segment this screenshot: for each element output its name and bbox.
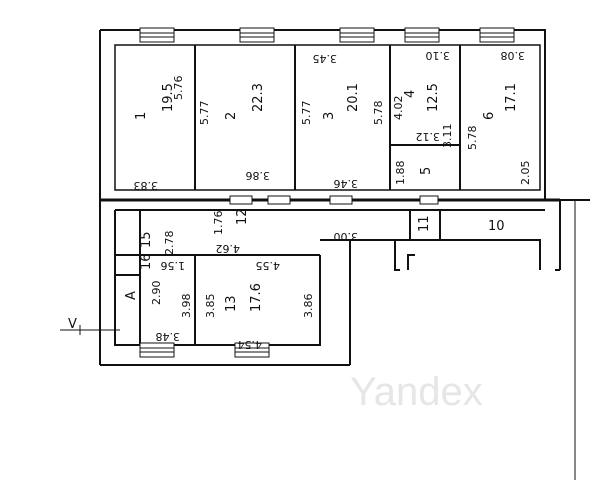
- dim-label: 5.76: [172, 76, 185, 101]
- room-11-number: 11: [417, 215, 432, 232]
- dim-label: 3.86: [246, 169, 271, 182]
- room-6-area: 17.1: [504, 83, 519, 112]
- dim-label: 1.76: [212, 211, 225, 236]
- room-1-number: 1: [134, 112, 149, 120]
- dim-label: 3.00: [334, 230, 359, 243]
- room-2-area: 22.3: [251, 83, 266, 112]
- dim-label: 2.05: [519, 161, 532, 186]
- dim-label: 2.90: [150, 281, 163, 306]
- dim-label: 3.86: [302, 294, 315, 319]
- room-5-number: 5: [419, 167, 434, 175]
- dim-label: 5.77: [198, 101, 211, 126]
- dim-label: 3.45: [313, 52, 338, 65]
- door-openings: [229, 195, 439, 205]
- room-10-number: 10: [488, 219, 505, 234]
- room-6-number: 6: [482, 112, 497, 120]
- dim-label: 4.02: [392, 96, 405, 121]
- dim-label: 3.08: [501, 49, 526, 62]
- dim-label: 4.62: [216, 242, 241, 255]
- room-12-number: 12: [235, 208, 250, 225]
- windows: [139, 27, 515, 358]
- room-3-number: 3: [322, 112, 337, 120]
- room-A-label: A: [124, 291, 139, 300]
- dim-label: 5.78: [466, 126, 479, 151]
- dim-label: 4.54: [238, 338, 263, 351]
- dim-label: 3.46: [334, 177, 359, 190]
- dim-label: 3.10: [426, 49, 451, 62]
- dimension-labels: 5.76 5.77 5.77 5.78 3.45 3.10 3.08 4.02 …: [134, 49, 533, 351]
- dim-label: 3.12: [416, 130, 441, 143]
- section-mark: V: [68, 317, 77, 332]
- room-labels: 1 19.5 2 22.3 3 20.1 4 12.5 5 6 17.1 10 …: [124, 83, 519, 312]
- room-4-area: 12.5: [426, 83, 441, 112]
- dim-label: 2.78: [163, 231, 176, 256]
- dim-label: 3.85: [204, 294, 217, 319]
- dim-label: 1.88: [394, 161, 407, 186]
- room-16-number: 16: [139, 253, 154, 270]
- dim-label: 5.77: [300, 101, 313, 126]
- dim-label: 4.55: [256, 259, 281, 272]
- dim-label: 3.48: [156, 330, 181, 343]
- watermark: Yandex: [350, 370, 483, 414]
- room-1-area: 19.5: [161, 83, 176, 112]
- dim-label: 1.56: [161, 259, 186, 272]
- dim-label: 3.98: [180, 294, 193, 319]
- room-13-number: 13: [224, 295, 239, 312]
- room-3-area: 20.1: [346, 83, 361, 112]
- dim-label: 5.78: [372, 101, 385, 126]
- room-4-number: 4: [403, 90, 418, 98]
- room-15-number: 15: [139, 231, 154, 248]
- dim-label: 3.11: [441, 124, 454, 149]
- dim-label: 3.83: [134, 179, 159, 192]
- room-2-number: 2: [224, 112, 239, 120]
- room-13-area: 17.6: [249, 283, 264, 312]
